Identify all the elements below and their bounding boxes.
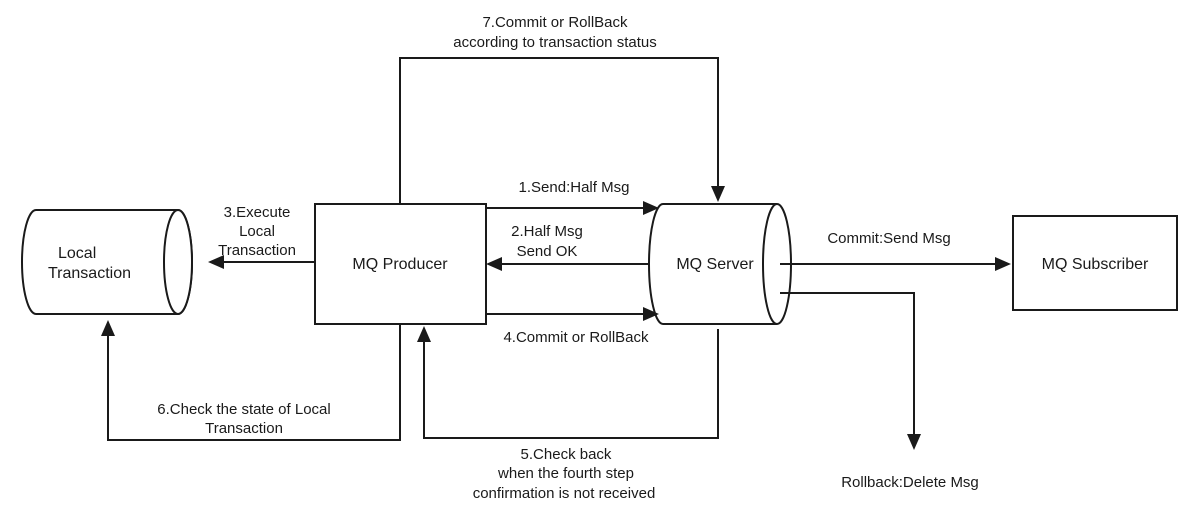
mq-subscriber-label: MQ Subscriber	[1042, 256, 1149, 273]
edge-step6-label-line1: 6.Check the state of Local	[157, 401, 330, 418]
edge-step6-arrowhead	[101, 320, 115, 336]
edge-step3-label-line3: Transaction	[218, 242, 296, 259]
mq-subscriber-node: MQ Subscriber	[1012, 215, 1178, 311]
edge-step5-line	[423, 329, 719, 439]
edge-rollback-arrowhead	[907, 434, 921, 450]
local-transaction-node: Local Transaction	[21, 209, 193, 315]
edge-step3-arrowhead	[208, 255, 224, 269]
edge-step2-label-line1: 2.Half Msg	[511, 223, 583, 240]
edge-step4-label: 4.Commit or RollBack	[503, 329, 649, 346]
mq-server-cylinder-end	[762, 203, 778, 325]
edge-step4-arrowhead	[643, 307, 659, 321]
local-transaction-label-line1: Local	[58, 245, 96, 262]
edge-step2-label-line2: Send OK	[517, 243, 578, 260]
edge-rollback: Rollback:Delete Msg	[780, 292, 979, 491]
mq-subscriber-box	[1012, 215, 1178, 311]
edge-rollback-label: Rollback:Delete Msg	[841, 474, 979, 491]
mq-producer-box	[314, 203, 487, 325]
edge-rollback-line	[780, 292, 915, 436]
edge-step4: 4.Commit or RollBack	[486, 307, 659, 346]
mq-producer-label: MQ Producer	[352, 256, 448, 273]
edge-step2: 2.Half Msg Send OK	[486, 223, 650, 271]
edge-step7-label-line1: 7.Commit or RollBack	[482, 14, 628, 31]
edge-step7-line	[399, 57, 719, 204]
local-transaction-label-line2: Transaction	[48, 265, 131, 282]
edge-step5-arrowhead	[417, 326, 431, 342]
mq-producer-node: MQ Producer	[314, 203, 487, 325]
edge-commit-arrowhead	[995, 257, 1011, 271]
edge-step3-label-line1: 3.Execute	[224, 204, 291, 221]
edge-commit-label: Commit:Send Msg	[827, 230, 950, 247]
edge-step5: 5.Check back when the fourth step confir…	[417, 326, 719, 502]
edge-step7-label-line2: according to transaction status	[453, 34, 656, 51]
edge-step6: 6.Check the state of Local Transaction	[101, 320, 401, 441]
edge-step7-arrowhead	[711, 186, 725, 202]
edge-step6-label-line2: Transaction	[205, 420, 283, 437]
edge-step3: 3.Execute Local Transaction	[208, 204, 315, 269]
edge-commit: Commit:Send Msg	[780, 230, 1011, 271]
edge-step5-label-line2: when the fourth step	[497, 465, 634, 482]
mq-server-node: MQ Server	[648, 203, 792, 325]
edge-step2-arrowhead	[486, 257, 502, 271]
edge-step1-label: 1.Send:Half Msg	[519, 179, 630, 196]
edge-step7: 7.Commit or RollBack according to transa…	[399, 14, 725, 204]
edge-step1-arrowhead	[643, 201, 659, 215]
edge-step5-label-line3: confirmation is not received	[473, 485, 656, 502]
mq-server-label: MQ Server	[676, 256, 754, 273]
edge-step1: 1.Send:Half Msg	[486, 179, 659, 215]
local-transaction-cylinder-end	[163, 209, 193, 315]
edge-step6-line	[107, 324, 401, 441]
edge-step3-label-line2: Local	[239, 223, 275, 240]
edge-step5-label-line1: 5.Check back	[521, 446, 612, 463]
